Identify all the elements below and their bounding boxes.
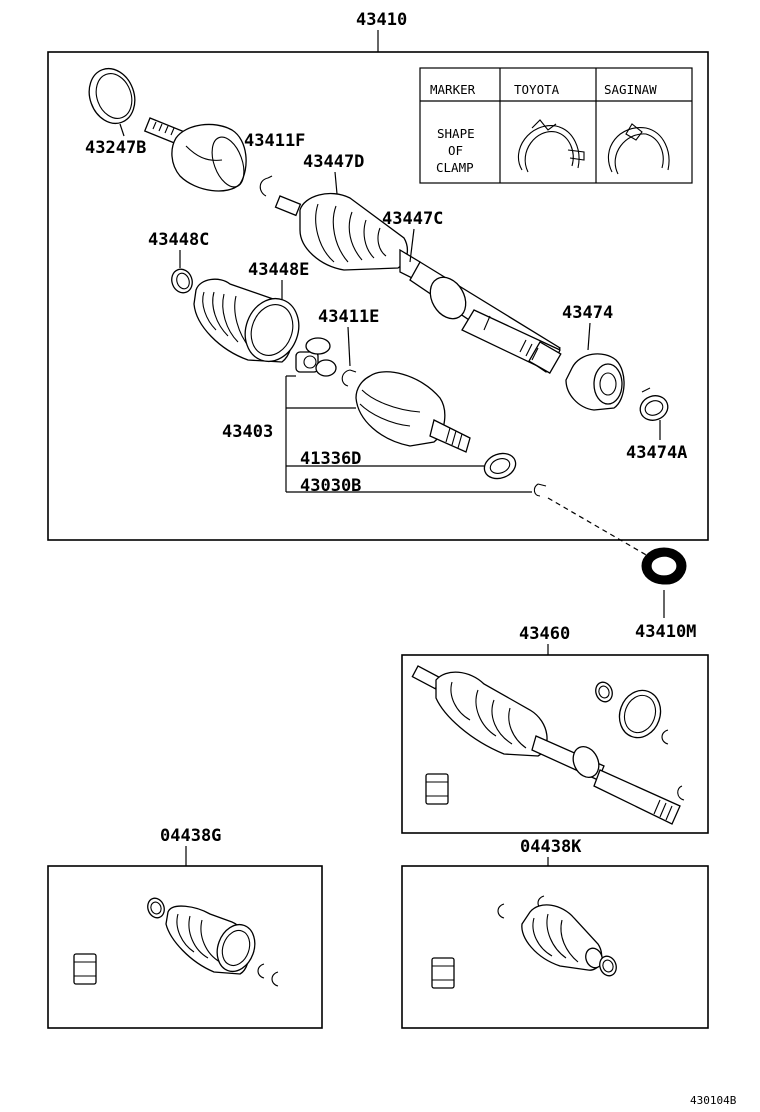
ring-43460-b	[677, 785, 685, 801]
part-43410M-seal[interactable]	[641, 547, 687, 585]
label-43447C[interactable]: 43447C	[382, 209, 443, 229]
boot-kit-04438K	[497, 895, 617, 977]
figure-code: 430104B	[690, 1094, 737, 1107]
part-43030B-snap-ring[interactable]	[533, 483, 547, 497]
clamp-43460-large	[618, 689, 662, 739]
main-assembly-frame	[47, 51, 709, 541]
label-43474[interactable]: 43474	[562, 303, 613, 323]
part-43448C-clamp[interactable]	[168, 266, 195, 295]
grease-tube-43460	[425, 773, 449, 805]
table-row-label-clamp: CLAMP	[436, 160, 474, 175]
part-43411F-snap-ring[interactable]	[259, 175, 273, 197]
label-43403[interactable]: 43403	[222, 422, 273, 442]
outer-boot-and-shaft	[274, 192, 562, 374]
part-43448E-clamp[interactable]	[237, 291, 308, 369]
clamp-43460-small	[595, 681, 613, 703]
drive-shaft-assembly-43460	[411, 665, 681, 825]
table-header-saginaw: SAGINAW	[604, 82, 657, 97]
grease-tube-04438K	[431, 957, 455, 989]
leader-bracket-43403	[285, 375, 532, 493]
clamp-shape-table: MARKER TOYOTA SAGINAW SHAPE OF CLAMP	[419, 67, 693, 184]
part-41336D-bearing[interactable]	[481, 449, 519, 482]
box-43460	[401, 654, 709, 834]
label-43410M[interactable]: 43410M	[635, 622, 696, 642]
box-04438G	[47, 865, 323, 1029]
dashed-leader-43410M	[547, 497, 649, 557]
label-43448E[interactable]: 43448E	[248, 260, 309, 280]
label-43030B[interactable]: 43030B	[300, 476, 361, 496]
box-04438K	[401, 865, 709, 1029]
label-43447D[interactable]: 43447D	[303, 152, 364, 172]
part-43411E-snap-ring[interactable]	[341, 369, 357, 387]
part-43247B-boot-clamp[interactable]	[82, 62, 142, 130]
label-43410[interactable]: 43410	[356, 10, 407, 30]
label-43247B[interactable]: 43247B	[85, 138, 146, 158]
label-43448C[interactable]: 43448C	[148, 230, 209, 250]
table-header-marker: MARKER	[430, 82, 476, 97]
ring-43460-a	[661, 729, 669, 745]
label-04438K[interactable]: 04438K	[520, 837, 582, 857]
outer-cv-joint	[143, 117, 247, 192]
label-43474A[interactable]: 43474A	[626, 443, 687, 463]
label-43460[interactable]: 43460	[519, 624, 570, 644]
boot-kit-04438G	[147, 897, 279, 987]
grease-tube-04438G	[73, 953, 97, 985]
label-41336D[interactable]: 41336D	[300, 449, 361, 469]
table-row-label-of: OF	[448, 143, 463, 158]
table-row-label-shape: SHAPE	[437, 126, 475, 141]
label-04438G[interactable]: 04438G	[160, 826, 221, 846]
part-43474A-clamp[interactable]	[637, 387, 672, 424]
label-43411E[interactable]: 43411E	[318, 307, 379, 327]
tripod-joint	[295, 337, 337, 377]
saginaw-clamp-sketch	[607, 123, 670, 175]
inner-joint-housing	[355, 371, 471, 453]
label-43411F[interactable]: 43411F	[244, 131, 305, 151]
part-43474-dynamic-damper[interactable]	[565, 353, 625, 411]
table-header-toyota: TOYOTA	[514, 82, 560, 97]
toyota-clamp-sketch	[517, 119, 585, 173]
